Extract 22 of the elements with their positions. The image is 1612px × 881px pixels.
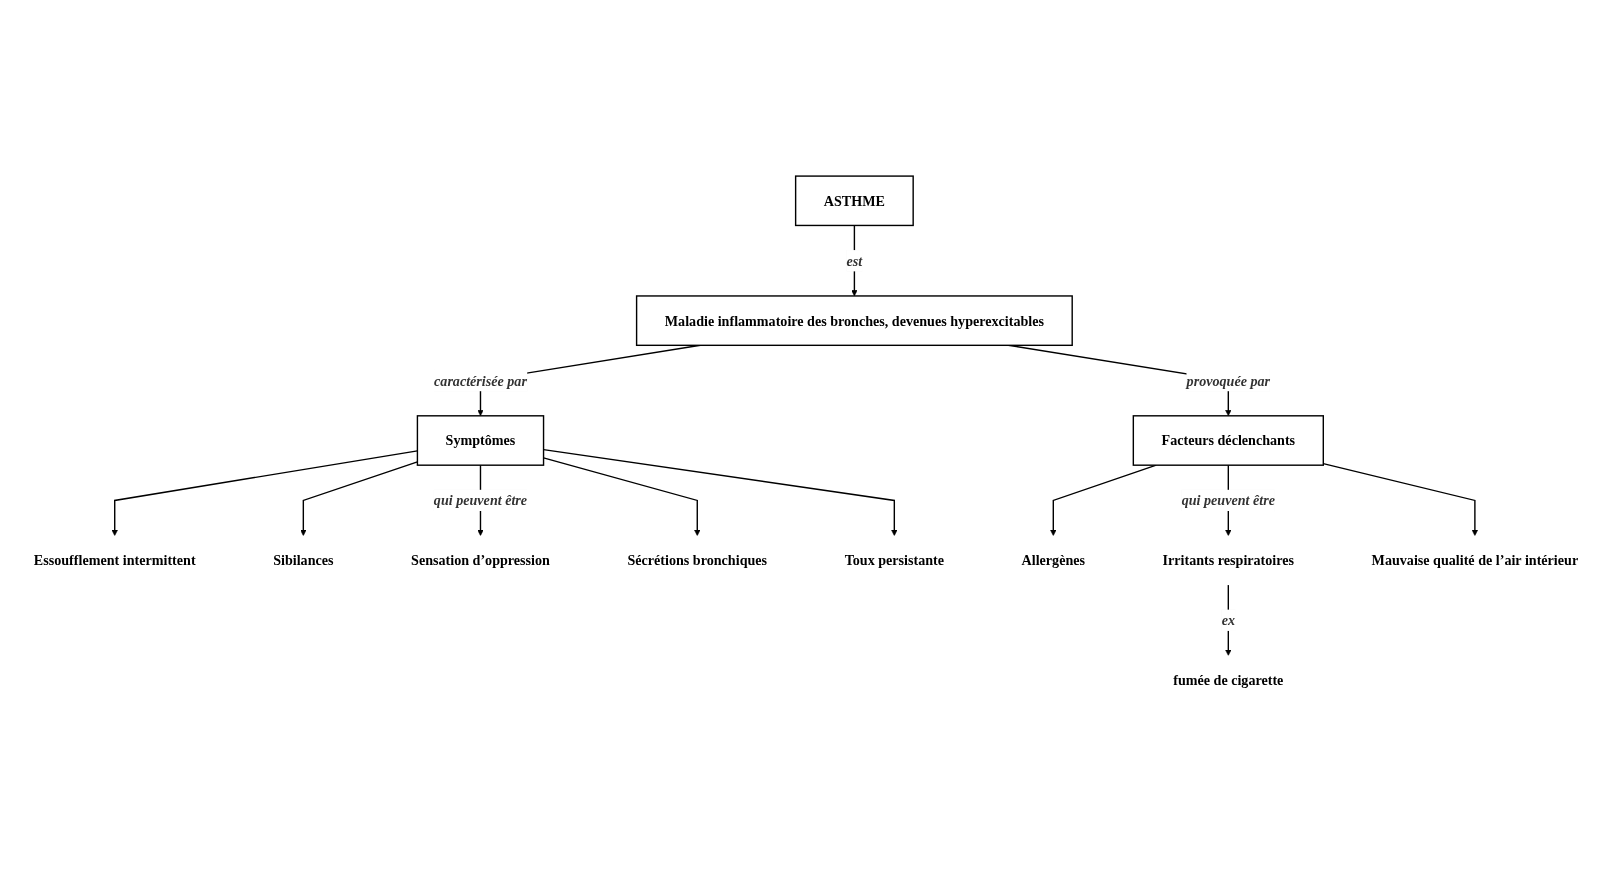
node-text: Mauvaise qualité de l’air intérieur — [1371, 552, 1579, 569]
node-text: Allergènes — [1021, 552, 1086, 569]
edge-label: est — [846, 252, 863, 269]
edge-label: ex — [1221, 612, 1235, 629]
node-text: Sensation d’oppression — [411, 552, 550, 569]
node-text: Sibilances — [273, 552, 334, 569]
node-box: Maladie inflammatoire des bronches, devenues hyperexcitables — [635, 295, 1073, 346]
edge-label: provoquée par — [1186, 372, 1271, 389]
arrow — [1225, 584, 1232, 656]
arrow — [851, 224, 858, 297]
node-box: Facteurs déclenchants — [1132, 415, 1324, 466]
node-text: Irritants respiratoires — [1162, 552, 1295, 569]
node-box: ASTHME — [794, 175, 914, 227]
node-text: Essoufflement intermittent — [33, 552, 196, 569]
arrow — [1322, 462, 1478, 536]
node-text: Toux persistante — [844, 552, 945, 569]
edge-label: qui peuvent être — [1181, 492, 1275, 509]
edge-label: qui peuvent être — [433, 492, 528, 509]
node-box: Symptômes — [416, 415, 545, 466]
node-text: Sécrétions bronchiques — [627, 552, 768, 569]
edge-label: caractérisée par — [434, 372, 527, 389]
node-text: fumée de cigarette — [1173, 672, 1284, 688]
